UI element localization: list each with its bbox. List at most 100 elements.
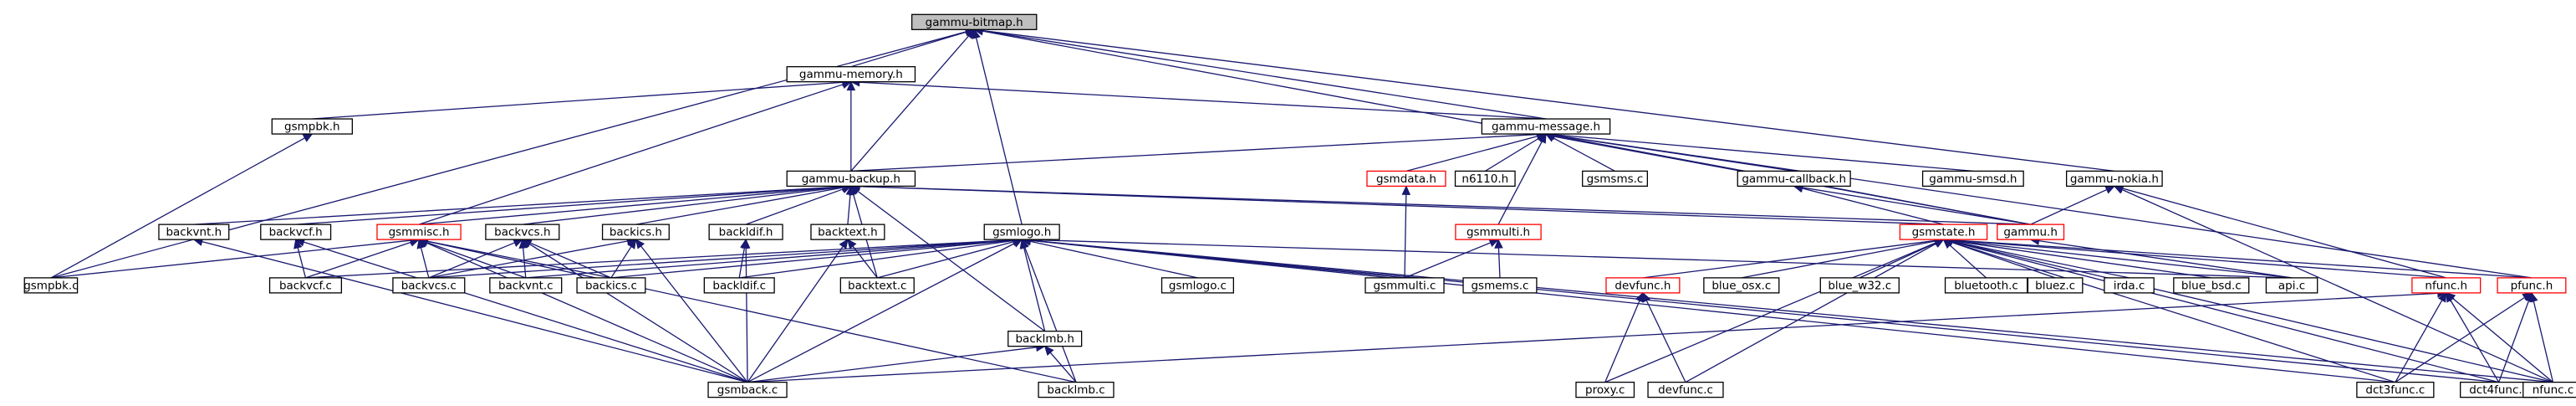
node-devfunc-h[interactable]: devfunc.h	[1605, 277, 1681, 294]
node-label: backics.c	[585, 279, 637, 292]
node-blue-osx-c[interactable]: blue_osx.c	[1703, 277, 1780, 294]
node-label: blue_osx.c	[1711, 279, 1771, 292]
node-gsmstate-h[interactable]: gsmstate.h	[1899, 224, 1988, 240]
node-gammu-backup-h[interactable]: gammu-backup.h	[786, 170, 916, 188]
dependency-edge	[418, 182, 853, 225]
dependency-edge	[747, 342, 1046, 383]
node-gsmmulti-h[interactable]: gsmmulti.h	[1455, 224, 1542, 240]
node-backlmb-h[interactable]: backlmb.h	[1007, 330, 1083, 347]
node-label: gammu-nokia.h	[2070, 172, 2159, 186]
node-label: gsmmulti.c	[1374, 279, 1436, 292]
node-box	[376, 224, 462, 240]
node-backvcs-h[interactable]: backvcs.h	[485, 224, 560, 240]
node-gsmmulti-c[interactable]: gsmmulti.c	[1365, 277, 1445, 294]
node-box	[983, 224, 1060, 240]
node-backvcf-c[interactable]: backvcf.c	[268, 277, 343, 294]
node-box	[1366, 170, 1446, 188]
node-bluetooth-c[interactable]: bluetooth.c	[1944, 277, 2028, 294]
node-gsmdata-h[interactable]: gsmdata.h	[1366, 170, 1446, 188]
dependency-edge	[293, 238, 307, 279]
dependency-edge	[50, 235, 421, 279]
node-dct4func-c[interactable]: dct4func.c	[2460, 381, 2538, 398]
node-gammu-memory-h[interactable]: gammu-memory.h	[786, 66, 916, 83]
dependency-edge	[2529, 291, 2554, 383]
node-gammu-nokia-h[interactable]: gammu-nokia.h	[2065, 170, 2163, 188]
node-box	[1819, 277, 1900, 294]
node-box	[1160, 277, 1234, 294]
node-gsmlogo-c[interactable]: gsmlogo.c	[1160, 277, 1234, 294]
node-backtext-c[interactable]: backtext.c	[839, 277, 915, 294]
node-backvnt-c[interactable]: backvnt.c	[489, 277, 563, 294]
node-gammu-bitmap-h[interactable]: gammu-bitmap.h	[911, 13, 1038, 30]
node-gammu-smsd-h[interactable]: gammu-smsd.h	[1921, 170, 2024, 188]
node-n6110-h[interactable]: n6110.h	[1454, 170, 1516, 188]
node-gsmback-c[interactable]: gsmback.c	[707, 381, 788, 398]
node-backics-c[interactable]: backics.c	[576, 277, 646, 294]
node-layer: gammu-bitmap.h gammu-memory.h gsmpbk.h gamm…	[23, 13, 2576, 398]
node-backtext-h[interactable]: backtext.h	[810, 224, 885, 240]
node-box	[1921, 170, 2024, 188]
dependency-edge	[972, 26, 2114, 172]
node-irda-c[interactable]: irda.c	[2104, 277, 2155, 294]
node-box	[810, 224, 885, 240]
node-backldif-h[interactable]: backldif.h	[708, 224, 783, 240]
dependency-edge	[418, 80, 852, 225]
dependency-edge	[1604, 291, 1644, 383]
dependency-edge	[1020, 235, 2553, 383]
node-box	[1605, 277, 1681, 294]
node-label: gammu.h	[2003, 226, 2058, 239]
node-label: dct4func.c	[2469, 383, 2528, 397]
node-label: backtext.c	[848, 279, 906, 292]
node-label: dct3func.c	[2365, 383, 2425, 397]
node-gsmpbk-h[interactable]: gsmpbk.h	[271, 118, 354, 135]
node-gsmlogo-h[interactable]: gsmlogo.h	[983, 224, 1060, 240]
node-label: bluetooth.c	[1954, 279, 2018, 292]
node-backics-h[interactable]: backics.h	[601, 224, 670, 240]
node-nfunc-c[interactable]: nfunc.c	[2522, 381, 2576, 398]
node-backvcs-c[interactable]: backvcs.c	[392, 277, 466, 294]
node-box	[839, 277, 915, 294]
node-box	[2522, 381, 2576, 398]
node-api-c[interactable]: api.c	[2265, 277, 2318, 294]
node-label: gammu-memory.h	[799, 68, 903, 81]
node-box	[786, 66, 916, 83]
node-label: backvcs.h	[494, 226, 550, 239]
node-label: backvnt.h	[166, 226, 222, 239]
dependency-edge	[610, 239, 637, 279]
node-box	[1647, 381, 1724, 398]
node-bluez-c[interactable]: bluez.c	[2027, 277, 2084, 294]
node-devfunc-c[interactable]: devfunc.c	[1647, 381, 1724, 398]
node-blue-w32-c[interactable]: blue_w32.c	[1819, 277, 1900, 294]
dependency-edge	[2395, 292, 2533, 383]
node-proxy-c[interactable]: proxy.c	[1575, 381, 1635, 398]
node-box	[1997, 224, 2065, 240]
node-blue-bsd-c[interactable]: blue_bsd.c	[2173, 277, 2250, 294]
node-nfunc-h[interactable]: nfunc.h	[2411, 277, 2482, 294]
node-box	[2173, 277, 2250, 294]
node-dct3func-c[interactable]: dct3func.c	[2356, 381, 2435, 398]
dependency-edge	[747, 239, 849, 383]
node-box	[576, 277, 646, 294]
node-label: nfunc.h	[2425, 279, 2467, 292]
node-backvnt-h[interactable]: backvnt.h	[158, 224, 230, 240]
dependency-edge	[50, 27, 976, 279]
node-gsmpbk-c[interactable]: gsmpbk.c	[23, 277, 79, 294]
node-gammu-message-h[interactable]: gammu-message.h	[1481, 118, 1611, 135]
node-gsmsms-c[interactable]: gsmsms.c	[1582, 170, 1648, 188]
node-label: backvcs.c	[401, 279, 457, 292]
node-box	[485, 224, 560, 240]
node-backvcf-h[interactable]: backvcf.h	[260, 224, 332, 240]
node-box	[703, 277, 775, 294]
node-gammu-h[interactable]: gammu.h	[1997, 224, 2065, 240]
node-gsmems-c[interactable]: gsmems.c	[1462, 277, 1538, 294]
dependency-edge	[521, 239, 748, 383]
node-label: gsmlogo.h	[992, 226, 1051, 239]
node-backlmb-c[interactable]: backlmb.c	[1038, 381, 1115, 398]
node-backldif-c[interactable]: backldif.c	[703, 277, 775, 294]
node-gammu-callback-h[interactable]: gammu-callback.h	[1737, 170, 1851, 188]
node-gsmmisc-h[interactable]: gsmmisc.h	[376, 224, 462, 240]
node-pfunc-h[interactable]: pfunc.h	[2497, 277, 2567, 294]
node-label: gsmsms.c	[1587, 172, 1644, 186]
node-label: gammu-smsd.h	[1929, 172, 2017, 186]
